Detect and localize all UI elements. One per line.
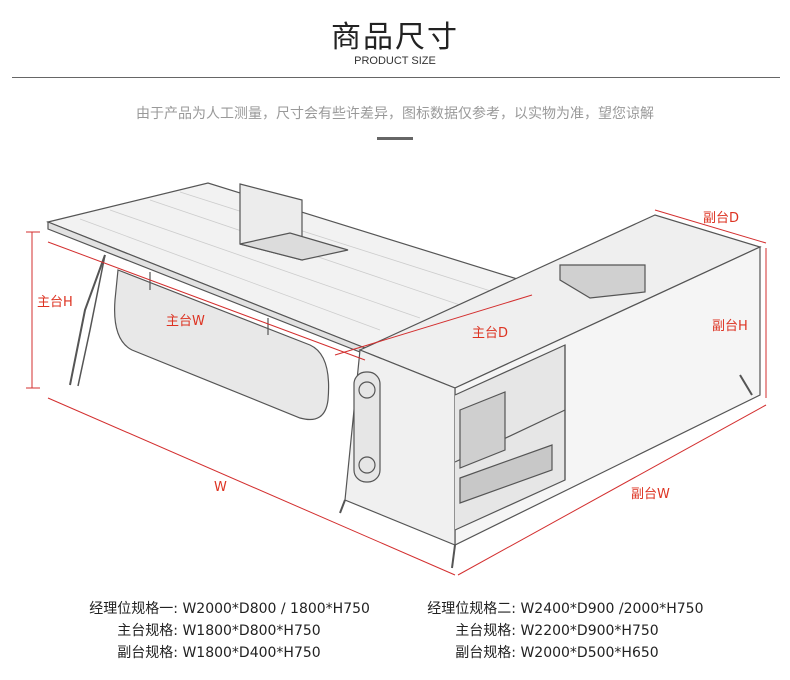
spec-list-left: 经理位规格一: W2000*D800 / 1800*H750 主台规格: W18… bbox=[0, 598, 370, 664]
spec-row: 主台规格: W1800*D800*H750 bbox=[0, 620, 370, 642]
spec-value: W2200*D900*H750 bbox=[520, 623, 659, 639]
modesty-panel bbox=[114, 269, 330, 421]
dimension-main-w: 主台W bbox=[166, 314, 205, 329]
spec-value: W2000*D500*H650 bbox=[520, 645, 659, 661]
dimension-main-d: 主台D bbox=[472, 326, 509, 341]
spec-row: 经理位规格一: W2000*D800 / 1800*H750 bbox=[0, 598, 370, 620]
spec-name: 经理位规格一: bbox=[89, 601, 178, 617]
spec-name: 副台规格: bbox=[117, 645, 178, 661]
dimension-side-h: 副台H bbox=[712, 319, 748, 334]
books bbox=[459, 391, 506, 469]
dimension-w: W bbox=[214, 480, 227, 495]
cable-vent bbox=[353, 371, 381, 483]
header-divider bbox=[12, 77, 780, 78]
dimension-main-h: 主台H bbox=[37, 295, 73, 310]
dimension-side-w: 副台W bbox=[631, 487, 670, 502]
page-subtitle: PRODUCT SIZE bbox=[354, 55, 436, 67]
spec-value: W2000*D800 / 1800*H750 bbox=[182, 601, 370, 617]
spec-list-right: 经理位规格二: W2400*D900 /2000*H750 主台规格: W220… bbox=[414, 598, 703, 664]
spec-name: 主台规格: bbox=[455, 623, 516, 639]
notice-underline bbox=[377, 137, 413, 140]
spec-value: W2400*D900 /2000*H750 bbox=[520, 601, 704, 617]
spec-name: 副台规格: bbox=[455, 645, 516, 661]
dimension-side-d: 副台D bbox=[703, 211, 740, 226]
spec-row: 副台规格: W2000*D500*H650 bbox=[414, 642, 703, 664]
spec-row: 副台规格: W1800*D400*H750 bbox=[0, 642, 370, 664]
page-title: 商品尺寸 bbox=[331, 20, 459, 55]
main-desk-leg bbox=[69, 254, 106, 386]
desk-illustration bbox=[26, 182, 767, 576]
spec-row: 经理位规格二: W2400*D900 /2000*H750 bbox=[414, 598, 703, 620]
spec-value: W1800*D800*H750 bbox=[182, 623, 321, 639]
spec-value: W1800*D400*H750 bbox=[182, 645, 321, 661]
spec-name: 主台规格: bbox=[117, 623, 178, 639]
spec-row: 主台规格: W2200*D900*H750 bbox=[414, 620, 703, 642]
measurement-notice: 由于产品为人工测量，尺寸会有些许差异，图标数据仅参考，以实物为准，望您谅解 bbox=[136, 106, 654, 122]
spec-name: 经理位规格二: bbox=[427, 601, 516, 617]
